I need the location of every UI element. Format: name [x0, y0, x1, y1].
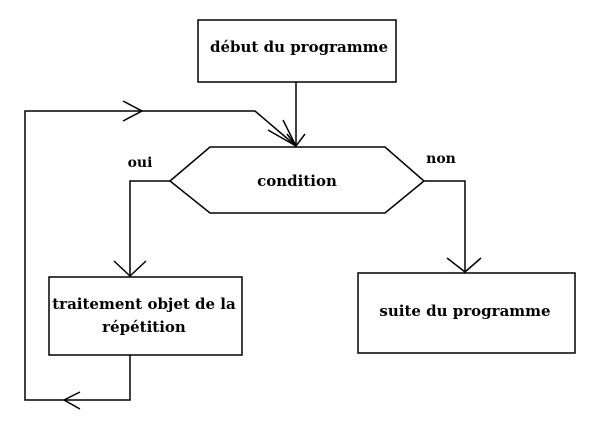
yes-branch-label: oui: [128, 155, 153, 171]
yes-branch-connector: [129, 180, 170, 276]
no-branch-arrowhead: [446, 257, 482, 273]
yes-branch-arrowhead: [113, 260, 147, 278]
continuation-label: suite du programme: [379, 302, 550, 320]
loop-body-label-line2: répétition: [102, 318, 186, 336]
start-label: début du programme: [210, 38, 388, 56]
loop-entry-arrowhead: [267, 119, 298, 148]
continuation-box: [357, 272, 576, 354]
condition-label: condition: [257, 172, 337, 190]
loop-back-connector: [24, 110, 297, 401]
start-box: [197, 19, 397, 83]
no-branch-label: non: [426, 151, 456, 167]
loop-body-label-line1: traitement objet de la: [52, 295, 236, 313]
loop-bottom-arrowhead: [62, 391, 81, 410]
loop-top-arrowhead: [122, 100, 144, 122]
no-branch-connector: [424, 180, 466, 272]
loop-body-box: [48, 276, 243, 356]
